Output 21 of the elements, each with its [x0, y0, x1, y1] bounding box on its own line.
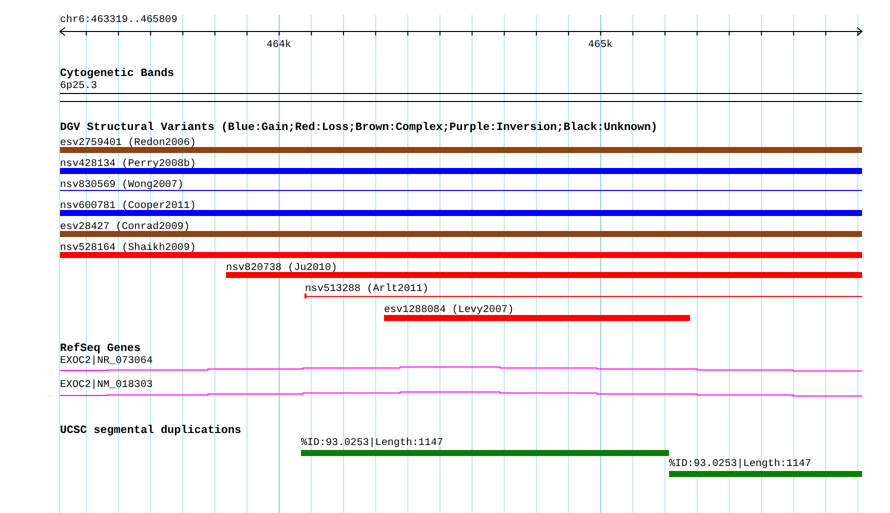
feature-label: nsv830569 (Wong2007) [60, 179, 184, 191]
feature-label: EXOC2|NR_073064 [60, 355, 153, 367]
feature-label: nsv528164 (Shaikh2009) [60, 242, 196, 254]
tick-label: 464k [266, 39, 292, 51]
track-title: UCSC segmental duplications [60, 425, 242, 437]
feature-label: nsv428134 (Perry2008b) [60, 158, 196, 170]
feature-label: nsv513288 (Arlt2011) [305, 283, 429, 295]
feature-label: %ID:93.0253|Length:1147 [301, 437, 444, 449]
feature-label: esv28427 (Conrad2009) [60, 221, 190, 233]
feature-label: esv2759401 (Redon2006) [60, 137, 196, 149]
track-title: DGV Structural Variants (Blue:Gain;Red:Loss;Brown:Complex;Purple:Inversion;Black:Unknown) [60, 122, 658, 134]
feature-label: %ID:93.0253|Length:1147 [669, 458, 812, 470]
feature-label: esv1288084 (Levy2007) [384, 304, 514, 316]
track-title: Cytogenetic Bands [60, 68, 174, 80]
feature-label: nsv820738 (Ju2010) [226, 262, 338, 274]
feature-label: nsv600781 (Cooper2011) [60, 200, 196, 212]
track-title: RefSeq Genes [60, 343, 141, 355]
locus-label: chr6:463319..465809 [60, 14, 178, 26]
feature-label: EXOC2|NM_018303 [60, 379, 153, 391]
tick-label: 465k [588, 39, 613, 51]
feature-label: 6p25.3 [60, 80, 98, 92]
